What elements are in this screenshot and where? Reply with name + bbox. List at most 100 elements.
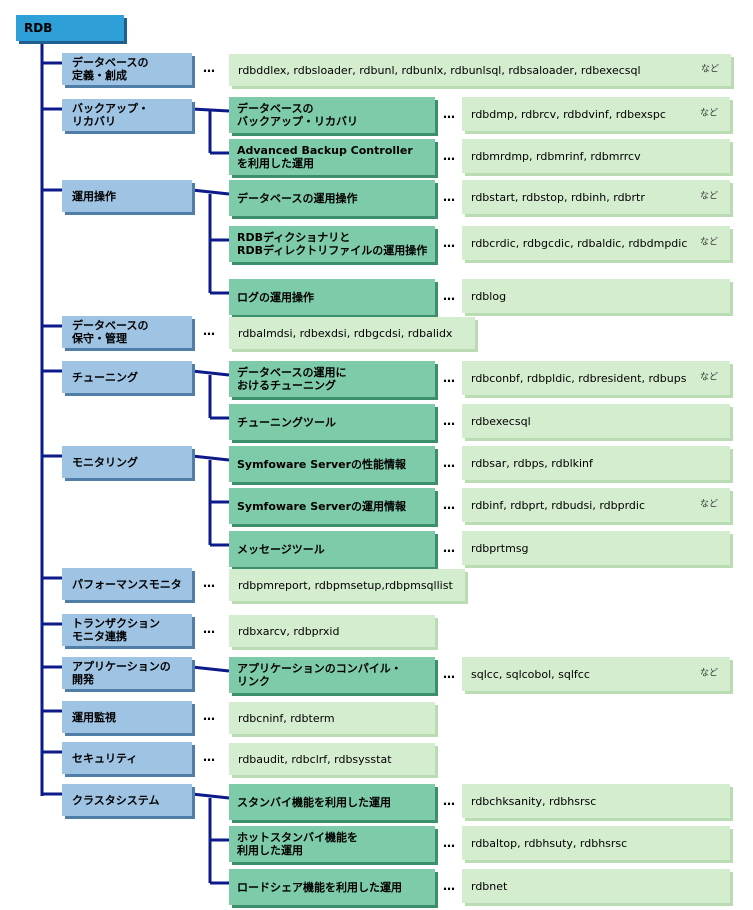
sub-branch-line <box>191 454 230 462</box>
command-list: rdbddlex, rdbsloader, rdbunl, rdbunlx, r… <box>238 63 641 77</box>
command-list: rdbinf, rdbprt, rdbudsi, rdbprdic <box>471 498 646 512</box>
ellipsis-connector: … <box>203 324 216 338</box>
ellipsis-connector: … <box>443 371 456 385</box>
operation-node-label: ログの運用操作 <box>237 290 314 304</box>
ellipsis-connector: … <box>203 61 216 75</box>
operation-node-label: Symfoware Serverの性能情報 <box>237 457 407 471</box>
category-node: パフォーマンスモニタ <box>62 568 192 600</box>
ellipsis-connector: … <box>443 289 456 303</box>
operation-node: ログの運用操作 <box>229 279 435 315</box>
operation-node: データベースの運用に おけるチューニング <box>229 361 435 397</box>
category-node-label: アプリケーションの 開発 <box>72 660 171 686</box>
command-box: rdbprtmsg <box>462 531 730 565</box>
ellipsis-connector: … <box>203 709 216 723</box>
command-list: rdbalmdsi, rdbexdsi, rdbgcdsi, rdbalidx <box>238 326 453 340</box>
operation-node-label: スタンバイ機能を利用した運用 <box>237 795 391 809</box>
ellipsis-connector: … <box>443 456 456 470</box>
command-list: rdbmrdmp, rdbmrinf, rdbmrrcv <box>471 149 641 163</box>
category-node: バックアップ・ リカバリ <box>62 99 192 131</box>
command-list: rdbnet <box>471 879 508 893</box>
category-node-label: パフォーマンスモニタ <box>72 577 182 591</box>
command-list: rdbaltop, rdbhsuty, rdbhsrsc <box>471 836 628 850</box>
command-box: rdbaltop, rdbhsuty, rdbhsrsc <box>462 826 730 860</box>
command-list: rdbcrdic, rdbgcdic, rdbaldic, rdbdmpdic <box>471 236 688 250</box>
operation-node-label: メッセージツール <box>237 542 325 556</box>
command-list: rdbexecsql <box>471 414 531 428</box>
command-box: rdbstart, rdbstop, rdbinh, rdbrtr など <box>462 180 730 214</box>
command-box: rdbconbf, rdbpldic, rdbresident, rdbups な… <box>462 361 730 395</box>
category-node: アプリケーションの 開発 <box>62 657 192 689</box>
operation-node-label: RDBディクショナリと RDBディレクトリファイルの運用操作 <box>237 231 428 257</box>
command-list: rdbchksanity, rdbhsrsc <box>471 794 597 808</box>
command-box: rdbcrdic, rdbgcdic, rdbaldic, rdbdmpdic な… <box>462 226 730 260</box>
category-node-label: データベースの 定義・創成 <box>72 56 149 82</box>
command-box: rdbmrdmp, rdbmrinf, rdbmrrcv <box>462 139 730 173</box>
operation-node-label: データベースの運用操作 <box>237 191 358 205</box>
root-node-rdb: RDB <box>16 15 124 41</box>
command-box: rdbinf, rdbprt, rdbudsi, rdbprdic など <box>462 488 730 522</box>
category-node-label: モニタリング <box>72 455 138 469</box>
command-list: sqlcc, sqlcobol, sqlfcc <box>471 667 590 681</box>
operation-node: メッセージツール <box>229 531 435 567</box>
command-box: rdbalmdsi, rdbexdsi, rdbgcdsi, rdbalidx <box>229 317 475 349</box>
operation-node: RDBディクショナリと RDBディレクトリファイルの運用操作 <box>229 226 435 262</box>
command-box: rdbdmp, rdbrcv, rdbdvinf, rdbexspc など <box>462 97 730 131</box>
ellipsis-connector: … <box>443 498 456 512</box>
ellipsis-connector: … <box>203 750 216 764</box>
category-node-label: 運用監視 <box>72 710 116 724</box>
operation-node-label: Symfoware Serverの運用情報 <box>237 499 407 513</box>
operation-node: チューニングツール <box>229 404 435 440</box>
category-node-label: セキュリティ <box>72 751 138 765</box>
etc-note: など <box>699 668 718 679</box>
command-box: rdbcninf, rdbterm <box>229 702 435 734</box>
command-list: rdbxarcv, rdbprxid <box>238 624 340 638</box>
operation-node: スタンバイ機能を利用した運用 <box>229 784 435 820</box>
operation-node: ホットスタンバイ機能を 利用した運用 <box>229 826 435 862</box>
ellipsis-connector: … <box>443 794 456 808</box>
command-list: rdblog <box>471 289 507 303</box>
category-node: 運用監視 <box>62 701 192 733</box>
command-list: rdbcninf, rdbterm <box>238 711 335 725</box>
command-list: rdbdmp, rdbrcv, rdbdvinf, rdbexspc <box>471 107 666 121</box>
category-node-label: クラスタシステム <box>72 793 160 807</box>
category-node: クラスタシステム <box>62 784 192 816</box>
command-box: rdbchksanity, rdbhsrsc <box>462 784 730 818</box>
command-list: rdbprtmsg <box>471 541 529 555</box>
ellipsis-connector: … <box>443 107 456 121</box>
command-list: rdbpmreport, rdbpmsetup,rdbpmsqllist <box>238 578 453 592</box>
operation-node: データベースの バックアップ・リカバリ <box>229 97 435 133</box>
etc-note: など <box>699 237 718 248</box>
sub-branch-line <box>191 369 230 377</box>
etc-note: など <box>699 499 718 510</box>
operation-node-label: ホットスタンバイ機能を 利用した運用 <box>237 831 358 857</box>
operation-node-label: アプリケーションのコンパイル・ リンク <box>237 662 402 688</box>
ellipsis-connector: … <box>443 414 456 428</box>
command-box: rdbddlex, rdbsloader, rdbunl, rdbunlx, r… <box>229 54 731 86</box>
command-list: rdbconbf, rdbpldic, rdbresident, rdbups <box>471 371 687 385</box>
category-node: データベースの 保守・管理 <box>62 316 192 348</box>
sub-branch-line <box>191 188 230 196</box>
etc-note: など <box>699 108 718 119</box>
category-node: トランザクション モニタ連携 <box>62 614 192 646</box>
command-box: rdbsar, rdbps, rdblkinf <box>462 446 730 480</box>
etc-note: など <box>699 372 718 383</box>
category-node: セキュリティ <box>62 742 192 774</box>
operation-node: ロードシェア機能を利用した運用 <box>229 869 435 905</box>
category-node-label: データベースの 保守・管理 <box>72 319 149 345</box>
category-node-label: 運用操作 <box>72 189 116 203</box>
category-node-label: バックアップ・ リカバリ <box>72 102 149 128</box>
operation-node-label: データベースの バックアップ・リカバリ <box>237 102 358 128</box>
ellipsis-connector: … <box>443 236 456 250</box>
etc-note: など <box>699 191 718 202</box>
command-box: sqlcc, sqlcobol, sqlfcc など <box>462 657 730 691</box>
ellipsis-connector: … <box>443 836 456 850</box>
ellipsis-connector: … <box>443 541 456 555</box>
ellipsis-connector: … <box>443 879 456 893</box>
command-list: rdbstart, rdbstop, rdbinh, rdbrtr <box>471 190 645 204</box>
root-label: RDB <box>24 20 53 35</box>
operation-node: アプリケーションのコンパイル・ リンク <box>229 657 435 693</box>
ellipsis-connector: … <box>443 149 456 163</box>
command-list: rdbaudit, rdbclrf, rdbsysstat <box>238 752 392 766</box>
